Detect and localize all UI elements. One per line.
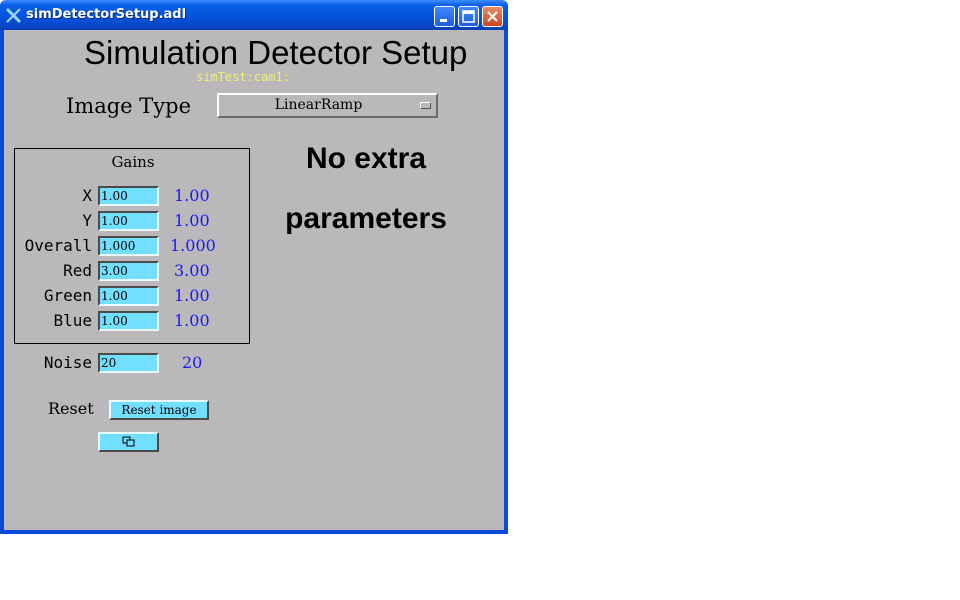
menu-indicator-icon — [420, 102, 431, 109]
image-type-value: LinearRamp — [274, 97, 363, 113]
gain-green-readback: 1.00 — [174, 286, 210, 305]
gains-title: Gains — [111, 153, 155, 171]
gain-blue-readback: 1.00 — [174, 311, 210, 330]
close-button[interactable] — [482, 6, 503, 27]
image-type-menu[interactable]: LinearRamp — [217, 93, 438, 118]
no-extra-params-line1: No extra — [305, 142, 427, 175]
gain-overall-input[interactable]: 1.000 — [98, 236, 159, 256]
x-app-icon — [5, 7, 22, 24]
window-title: simDetectorSetup.adl — [26, 7, 187, 22]
client-area: Simulation Detector Setup simTest:cam1: … — [4, 30, 504, 530]
noise-readback: 20 — [182, 353, 203, 372]
pv-prefix-label: simTest:cam1: — [196, 70, 290, 84]
gain-y-label: Y — [82, 211, 92, 230]
minimize-button[interactable] — [434, 6, 455, 27]
gain-blue-label: Blue — [53, 311, 92, 330]
reset-image-button[interactable]: Reset image — [109, 400, 209, 420]
gain-blue-input[interactable]: 1.00 — [98, 311, 159, 331]
gain-red-label: Red — [63, 261, 92, 280]
gain-red-readback: 3.00 — [174, 261, 210, 280]
title-bar[interactable]: simDetectorSetup.adl — [0, 0, 508, 30]
gain-overall-label: Overall — [24, 236, 92, 255]
no-extra-params-line2: parameters — [285, 202, 447, 235]
app-window: simDetectorSetup.adl Simulation Detector… — [0, 0, 508, 534]
gain-y-input[interactable]: 1.00 — [98, 211, 159, 231]
gains-group: Gains — [14, 148, 250, 344]
gain-overall-readback: 1.000 — [170, 236, 216, 255]
reset-label: Reset — [48, 399, 94, 418]
page-title: Simulation Detector Setup — [84, 34, 468, 71]
gain-x-input[interactable]: 1.00 — [98, 186, 159, 206]
gain-y-readback: 1.00 — [174, 211, 210, 230]
gain-red-input[interactable]: 3.00 — [98, 261, 159, 281]
related-display-button[interactable] — [98, 432, 159, 452]
gain-x-label: X — [82, 186, 92, 205]
related-display-icon — [122, 436, 135, 447]
close-icon — [487, 11, 498, 22]
noise-input[interactable]: 20 — [98, 353, 159, 373]
minimize-icon — [440, 19, 447, 22]
maximize-icon — [462, 10, 475, 23]
maximize-button[interactable] — [458, 6, 479, 27]
gain-green-input[interactable]: 1.00 — [98, 286, 159, 306]
gain-x-readback: 1.00 — [174, 186, 210, 205]
image-type-label: Image Type — [66, 94, 192, 118]
noise-label: Noise — [43, 353, 92, 372]
reset-image-button-label: Reset image — [121, 403, 197, 417]
gain-green-label: Green — [43, 286, 92, 305]
